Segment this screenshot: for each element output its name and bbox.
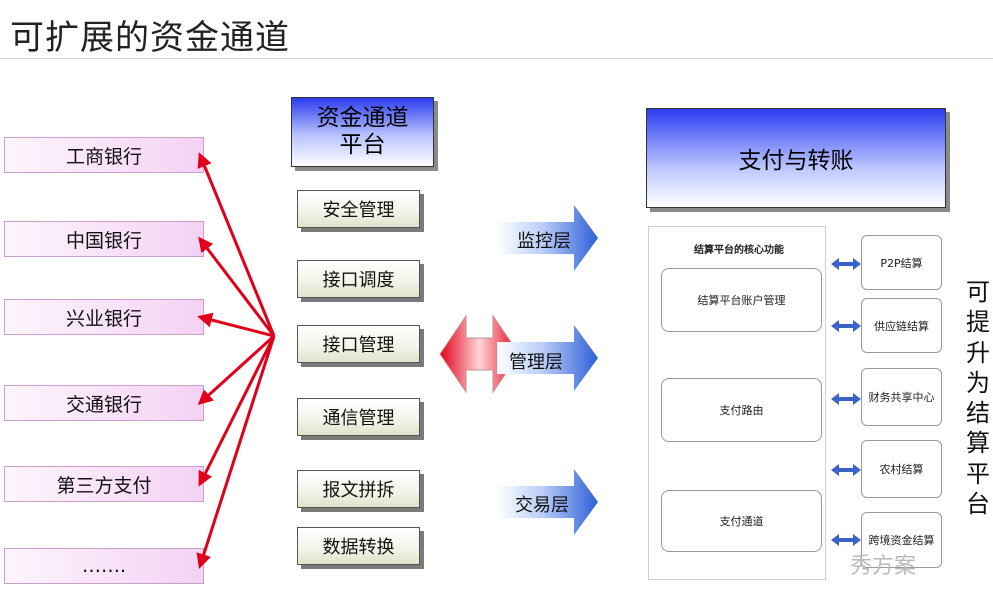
title-divider bbox=[0, 58, 993, 59]
hub-module: 数据转换 bbox=[297, 527, 420, 565]
bidirectional-arrow-icon bbox=[831, 464, 861, 476]
bidirectional-arrow-icon bbox=[831, 320, 861, 332]
layer-arrow-icon bbox=[497, 205, 598, 271]
core-function-box: 结算平台账户管理 bbox=[661, 268, 822, 332]
hub-module: 接口调度 bbox=[297, 260, 420, 298]
bank-box: 中国银行 bbox=[4, 221, 204, 257]
layer-arrow-icon bbox=[497, 469, 598, 535]
platform-title: 结算平台的核心功能 bbox=[694, 245, 784, 256]
watermark: 秀方案 bbox=[850, 554, 917, 579]
layer-label: 管理层 bbox=[509, 352, 563, 373]
bidirectional-arrow-icon bbox=[831, 534, 861, 546]
hub-title-line2: 平台 bbox=[339, 132, 386, 158]
page-title: 可扩展的资金通道 bbox=[10, 18, 290, 58]
side-item-box: 跨境资金结算 bbox=[861, 512, 942, 568]
layer-label: 交易层 bbox=[515, 495, 569, 516]
bank-box: 工商银行 bbox=[4, 137, 204, 173]
side-item-box: 农村结算 bbox=[861, 440, 942, 498]
hub-title-line1: 资金通道 bbox=[316, 105, 409, 131]
bank-connectors bbox=[196, 152, 276, 569]
connector-bank-1 bbox=[197, 152, 276, 337]
side-item-box: 供应链结算 bbox=[861, 298, 942, 353]
connector-bank-3 bbox=[197, 312, 275, 338]
payment-title: 支付与转账 bbox=[646, 108, 946, 208]
layer-label: 监控层 bbox=[517, 231, 571, 252]
layer-arrow-icon bbox=[497, 325, 598, 391]
core-function-box: 支付通道 bbox=[661, 490, 822, 552]
bidirectional-arrow-icon bbox=[831, 393, 861, 405]
bank-box: 兴业银行 bbox=[4, 299, 204, 335]
hub-module: 通信管理 bbox=[297, 398, 420, 436]
side-item-box: 财务共享中心 bbox=[861, 368, 942, 426]
connector-bank-5 bbox=[198, 335, 276, 487]
bank-box: 第三方支付 bbox=[4, 466, 204, 502]
core-function-box: 支付路由 bbox=[661, 378, 822, 442]
side-item-box: P2P结算 bbox=[861, 235, 942, 290]
hub-module: 报文拼拆 bbox=[297, 470, 420, 508]
side-connectors bbox=[831, 258, 861, 546]
hub-module: 接口管理 bbox=[297, 325, 420, 363]
bank-box: ……. bbox=[4, 548, 204, 584]
connector-bank-2 bbox=[198, 236, 276, 337]
side-vertical-label: 可提升为结算平台 bbox=[966, 278, 990, 519]
connector-bank-6 bbox=[196, 335, 276, 569]
bidirectional-arrow-icon bbox=[831, 258, 861, 270]
bank-box: 交通银行 bbox=[4, 385, 204, 421]
hub-module: 安全管理 bbox=[297, 190, 420, 228]
hub-title: 资金通道 平台 bbox=[291, 97, 434, 167]
connector-bank-4 bbox=[197, 334, 276, 406]
